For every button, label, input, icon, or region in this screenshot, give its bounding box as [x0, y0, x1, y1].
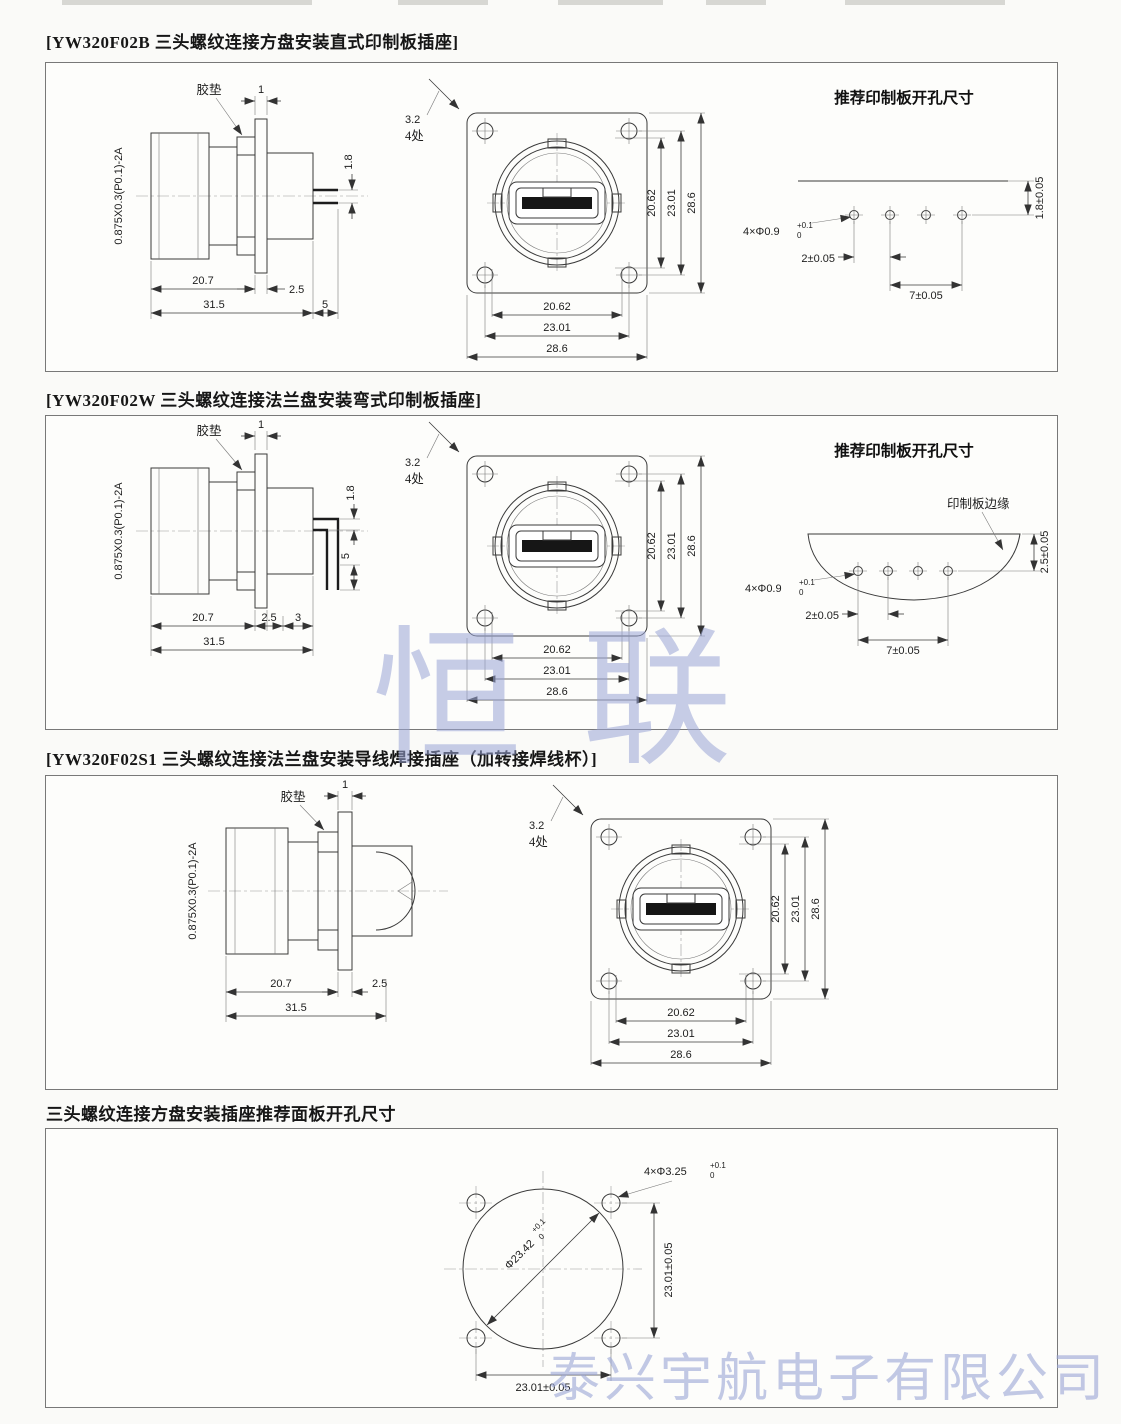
dim-1-label: 1 — [342, 779, 348, 791]
gasket-label: 胶垫 — [280, 789, 306, 804]
dim-2-5-label: 2.5 — [289, 284, 304, 296]
dim-31-5-label: 31.5 — [203, 636, 224, 648]
cutout-diameter-tolerance-sup: +0.1 — [530, 1216, 548, 1234]
panel-hole-tolerance-sub: 0 — [710, 1171, 715, 1180]
pcb-dim-7-label: 7±0.05 — [886, 645, 920, 657]
section-3-heading: [YW320F02S1 三头螺纹连接法兰盘安装导线焊接插座（加转接焊线杯）] — [46, 750, 598, 769]
section-2-heading: [YW320F02W 三头螺纹连接法兰盘安装弯式印制板插座] — [46, 391, 482, 410]
pcb-dim-vertical-label: 1.8±0.05 — [1034, 177, 1046, 220]
cropped-text-remnant — [558, 0, 663, 5]
front-view-drawing — [405, 422, 705, 702]
dim-5-label: 5 — [322, 299, 328, 311]
dim-1-label: 1 — [258, 419, 264, 431]
side-view-drawing: 胶垫 1 0.875X0.3(P0.1)-2A 1.8 5 20.7 2.5 3… — [113, 419, 368, 656]
dim-1-label: 1 — [258, 84, 264, 96]
thread-spec-label: 0.875X0.3(P0.1)-2A — [113, 147, 125, 245]
section-1-heading: [YW320F02B 三头螺纹连接方盘安装直式印制板插座] — [46, 33, 459, 52]
front-view-drawing — [529, 785, 829, 1065]
panel-hole-tolerance-sup: +0.1 — [710, 1161, 726, 1170]
panel-dim-right-label: 23.01±0.05 — [663, 1243, 675, 1298]
front-view-drawing — [405, 79, 705, 359]
section-4-heading: 三头螺纹连接方盘安装插座推荐面板开孔尺寸 — [46, 1105, 396, 1124]
dim-2-5-label: 2.5 — [261, 612, 276, 624]
dim-20-7-label: 20.7 — [270, 978, 291, 990]
side-view-drawing: 胶垫 1 0.875X0.3(P0.1)-2A 20.7 2.5 31.5 — [187, 779, 448, 1022]
pcb-hole-layout-drawing: 推荐印制板开孔尺寸 印制板边缘 4×Φ0.9 +0.1 0 2±0.05 7±0… — [745, 441, 1051, 657]
gasket-hatch — [317, 831, 339, 853]
pcb-dim-2-label: 2±0.05 — [801, 253, 835, 265]
pcb-dim-vertical-label: 2.5±0.05 — [1039, 531, 1051, 574]
panel-dim-bottom-label: 23.01±0.05 — [516, 1382, 571, 1394]
pcb-title: 推荐印制板开孔尺寸 — [834, 441, 974, 460]
gasket-hatch — [236, 136, 256, 156]
thread-spec-label: 0.875X0.3(P0.1)-2A — [113, 482, 125, 580]
dim-2-5-label: 2.5 — [372, 978, 387, 990]
pcb-edge-label: 印制板边缘 — [947, 497, 1010, 511]
cropped-text-remnant — [845, 0, 1005, 5]
section-4-panel: 4×Φ3.25 +0.1 0 Φ23.42 +0.1 0 23.01±0.05 … — [45, 1128, 1058, 1408]
cropped-text-remnant — [398, 0, 488, 5]
gasket-hatch — [236, 471, 256, 491]
dim-31-5-label: 31.5 — [285, 1002, 306, 1014]
pcb-hole-spec-label: 4×Φ0.9 — [743, 226, 780, 238]
cutout-diameter-tolerance-sub: 0 — [537, 1232, 547, 1242]
dim-1-8-label: 1.8 — [345, 485, 357, 500]
gasket-label: 胶垫 — [196, 423, 222, 438]
section-2-panel: 胶垫 1 0.875X0.3(P0.1)-2A 1.8 5 20.7 2.5 3… — [45, 415, 1058, 730]
cutout-diameter-label: Φ23.42 — [503, 1238, 537, 1272]
dim-3-label: 3 — [295, 612, 301, 624]
dim-20-7-label: 20.7 — [192, 612, 213, 624]
pcb-hole-tolerance-sup: +0.1 — [799, 578, 815, 587]
section-3-panel: 胶垫 1 0.875X0.3(P0.1)-2A 20.7 2.5 31.5 — [45, 775, 1058, 1090]
dim-20-7-label: 20.7 — [192, 275, 213, 287]
dim-31-5-label: 31.5 — [203, 299, 224, 311]
pcb-hole-tolerance-sub: 0 — [799, 588, 804, 597]
pcb-hole-tolerance-sub: 0 — [797, 231, 802, 240]
pcb-dim-2-label: 2±0.05 — [805, 610, 839, 622]
panel-cutout-circle — [462, 1188, 624, 1350]
pcb-hole-tolerance-sup: +0.1 — [797, 221, 813, 230]
cropped-text-remnant — [706, 0, 766, 5]
pcb-hole-spec-label: 4×Φ0.9 — [745, 583, 782, 595]
thread-spec-label: 0.875X0.3(P0.1)-2A — [187, 842, 199, 940]
dim-5-label: 5 — [340, 553, 352, 559]
section-1-panel: 胶垫 1 0.875X0.3(P0.1)-2A 1.8 20.7 2.5 31.… — [45, 62, 1058, 372]
pcb-hole-layout-drawing: 推荐印制板开孔尺寸 4×Φ0.9 +0.1 0 2±0.05 7±0.05 1.… — [743, 88, 1046, 302]
pcb-dim-7-label: 7±0.05 — [909, 290, 943, 302]
panel-hole-spec-label: 4×Φ3.25 — [644, 1166, 687, 1178]
gasket-label: 胶垫 — [196, 82, 222, 97]
cropped-text-remnant — [62, 0, 312, 5]
panel-cutout-drawing: 4×Φ3.25 +0.1 0 Φ23.42 +0.1 0 23.01±0.05 … — [444, 1161, 726, 1394]
pcb-title: 推荐印制板开孔尺寸 — [834, 88, 974, 107]
dim-1-8-label: 1.8 — [343, 154, 355, 169]
side-view-drawing: 胶垫 1 0.875X0.3(P0.1)-2A 1.8 20.7 2.5 31.… — [113, 82, 368, 319]
